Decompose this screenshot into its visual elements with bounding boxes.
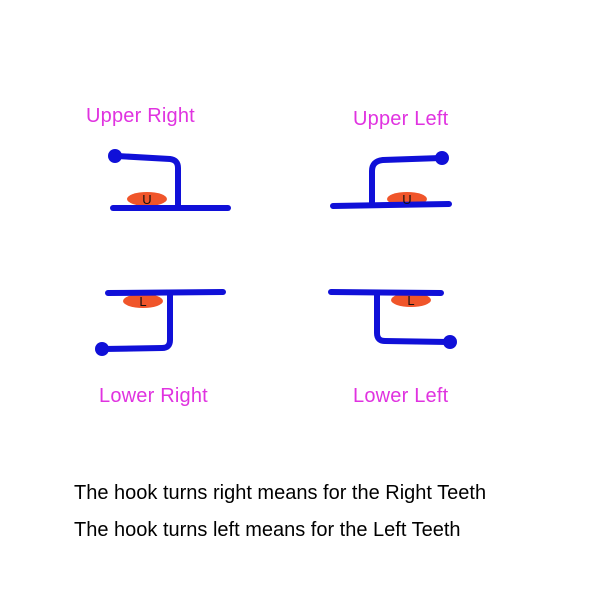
- upper-left-base-line: [330, 201, 452, 209]
- upper-left-label: Upper Left: [353, 108, 449, 130]
- lower-left-hook-arm: [374, 290, 451, 345]
- upper-right-label: Upper Right: [86, 105, 195, 127]
- lower-left-hook: L: [328, 289, 457, 349]
- lower-right-hook-arm: [101, 290, 173, 352]
- upper-left-marker-letter: U: [402, 192, 411, 207]
- upper-left-hook-end: [435, 151, 449, 165]
- lower-left-marker: [391, 293, 431, 307]
- upper-right-hook-end: [108, 149, 122, 163]
- upper-right-marker: [127, 192, 167, 206]
- lower-left-hook-end: [443, 335, 457, 349]
- lower-left-marker-letter: L: [407, 293, 414, 308]
- lower-right-base-line: [105, 289, 226, 296]
- lower-right-hook-end: [95, 342, 109, 356]
- caption-left-teeth: The hook turns left means for the Left T…: [74, 519, 461, 541]
- upper-left-hook-arm: [369, 155, 444, 208]
- upper-right-marker-letter: U: [142, 192, 151, 207]
- lower-left-label: Lower Left: [353, 385, 449, 407]
- lower-right-marker-letter: L: [139, 294, 146, 309]
- lower-left-base-line: [328, 289, 444, 296]
- upper-right-hook: U: [108, 149, 231, 211]
- upper-right-hook-arm: [114, 153, 181, 209]
- lower-right-marker: [123, 294, 163, 308]
- lower-right-hook: L: [95, 289, 226, 356]
- upper-left-hook: U: [330, 151, 452, 209]
- lower-right-label: Lower Right: [99, 385, 208, 407]
- caption-right-teeth: The hook turns right means for the Right…: [74, 482, 487, 504]
